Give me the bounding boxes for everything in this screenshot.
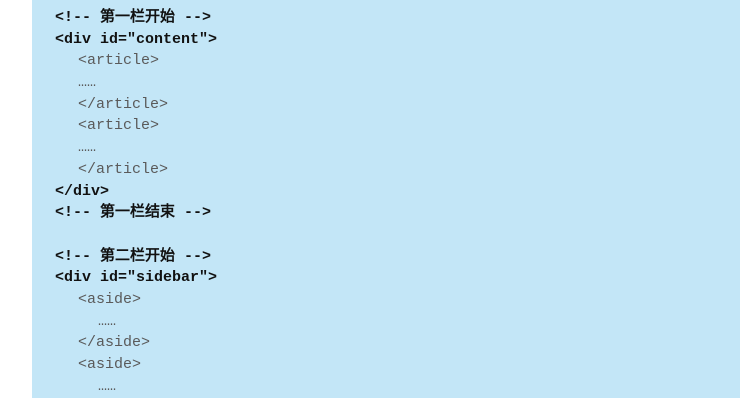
code-line: <!-- 第一栏开始 --> <box>55 9 212 26</box>
code-line: …… <box>78 139 97 157</box>
code-line: …… <box>98 312 117 330</box>
code-line: <aside> <box>78 290 142 308</box>
code-line: </aside> <box>78 334 151 352</box>
code-line: <!-- 第二栏开始 --> <box>55 247 212 265</box>
code-line: <div id="sidebar"> <box>55 269 218 287</box>
code-line: </article> <box>78 160 169 178</box>
code-block: <!-- 第一栏开始 --> <div id="content"> <artic… <box>32 0 740 398</box>
code-line: <aside> <box>78 356 142 373</box>
code-line: <article> <box>78 52 160 70</box>
code-line <box>32 224 740 246</box>
code-line: …… <box>78 74 97 92</box>
code-line: </article> <box>78 95 169 113</box>
code-line: <!-- 第一栏结束 --> <box>55 204 212 222</box>
code-line: <div id="content"> <box>55 30 218 48</box>
code-line: …… <box>98 377 117 395</box>
code-line: </div> <box>55 182 110 200</box>
code-line: <article> <box>78 117 160 135</box>
